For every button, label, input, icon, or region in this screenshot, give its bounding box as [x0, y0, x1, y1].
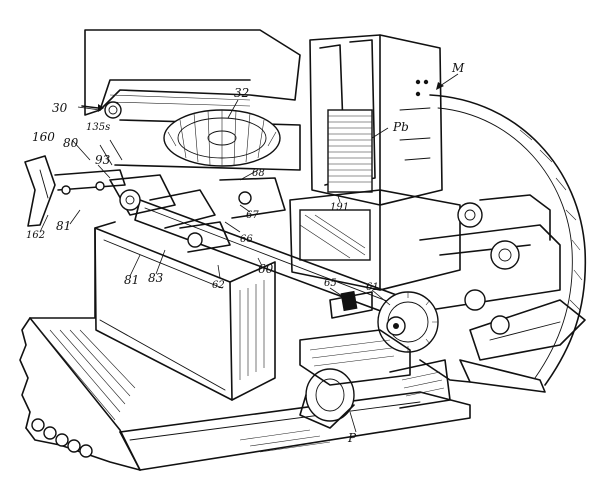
base-feet — [31, 418, 93, 458]
block-65 — [329, 290, 373, 319]
label-83: 83 — [148, 271, 164, 285]
label-m: M — [451, 61, 465, 75]
label-60: 60 — [258, 262, 274, 276]
label-61: 61 — [366, 282, 379, 293]
label-65: 65 — [324, 278, 337, 289]
carriage-block — [289, 189, 551, 291]
label-135s: 135s — [86, 122, 110, 133]
label-68: 68 — [252, 168, 265, 179]
arrow-30 — [81, 105, 99, 109]
label-62: 62 — [212, 280, 225, 291]
label-pb: Pb — [392, 120, 409, 134]
front-tray — [119, 368, 471, 471]
label-66: 66 — [240, 234, 253, 245]
label-32: 32 — [234, 86, 249, 100]
label-81a: 81 — [56, 219, 71, 233]
label-81b: 81 — [124, 273, 139, 287]
blank-stack — [327, 109, 373, 193]
main-box — [94, 227, 276, 401]
label-67: 67 — [246, 210, 259, 221]
right-linkage — [419, 224, 586, 393]
label-p: P — [347, 431, 357, 445]
cam-mechanism — [109, 174, 286, 253]
label-160: 160 — [32, 130, 55, 144]
label-191: 191 — [330, 202, 349, 213]
arrow-m-head — [436, 82, 444, 90]
leader-lines — [39, 73, 459, 433]
upper-housing — [84, 29, 301, 171]
magazine-column — [309, 34, 443, 206]
label-93: 93 — [95, 153, 111, 167]
handle-lever — [24, 155, 126, 227]
gear-61 — [377, 291, 439, 353]
lower-feed — [299, 329, 451, 409]
base-platform — [19, 221, 141, 471]
type-wheel — [163, 109, 281, 167]
label-30: 30 — [52, 101, 68, 115]
reference-labels: 30 32 M 160 80 135s Pb 93 68 162 81 67 1… — [26, 61, 465, 445]
label-80: 80 — [63, 136, 79, 150]
label-162: 162 — [26, 230, 45, 241]
arrow-30-head — [98, 104, 104, 112]
rear-housing — [429, 94, 587, 386]
